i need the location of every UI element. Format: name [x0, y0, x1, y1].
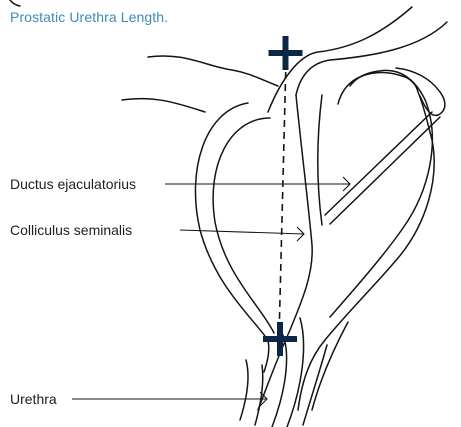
prostate-inner-contour — [213, 118, 274, 333]
prostate-outer-contour — [195, 103, 268, 372]
label-urethra: Urethra — [10, 391, 57, 407]
measurement-dashed-line — [279, 60, 286, 338]
bladder-wall-lower — [122, 99, 205, 112]
leader-urethra — [72, 392, 267, 406]
urethra-lower-left — [240, 360, 248, 420]
urethra-lower-mid — [255, 365, 263, 425]
ejaculatory-duct-upper — [325, 112, 432, 215]
bladder-wall-upper — [148, 56, 278, 86]
top-left-fragment — [10, 0, 20, 6]
anatomy-outline — [10, 0, 447, 427]
label-colliculus-seminalis: Colliculus seminalis — [10, 222, 132, 238]
spongy-inner — [312, 322, 348, 410]
bladder-wall-right-b — [296, 22, 447, 95]
seminal-inner-contour — [330, 71, 432, 317]
urethra-lower-far — [287, 318, 304, 427]
urethra-anterior-wall — [318, 95, 322, 225]
plus-marker-icon — [269, 36, 303, 70]
top-marker — [269, 36, 303, 70]
label-ductus-ejaculatorius: Ductus ejaculatorius — [10, 176, 136, 192]
leader-ductus — [165, 177, 350, 191]
ejaculatory-duct-lower — [330, 117, 440, 224]
urethra-length-measure — [279, 60, 286, 338]
spongy-outer — [303, 345, 327, 425]
leader-colliculus — [180, 227, 304, 241]
